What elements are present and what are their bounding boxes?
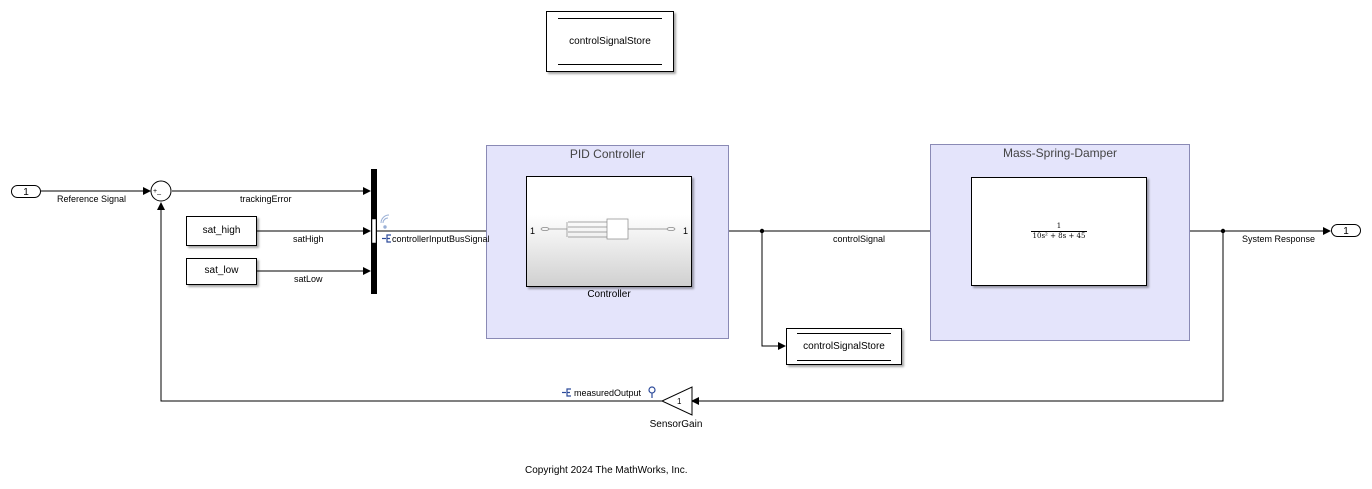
data-store-memory-block[interactable]: controlSignalStore	[546, 11, 674, 72]
subsystem-preview-icon	[540, 218, 676, 240]
controller-name: Controller	[587, 289, 631, 300]
bus-creator-port	[371, 218, 377, 244]
sensor-gain-name: SensorGain	[649, 419, 703, 430]
data-store-name: controlSignalStore	[803, 341, 885, 352]
sensor-gain-block[interactable]	[660, 386, 693, 416]
wifi-icon	[380, 214, 390, 229]
system-response-label: System Response	[1242, 234, 1316, 244]
controller-block[interactable]: 1 1	[526, 176, 692, 287]
sensor-gain-value: 1	[677, 397, 682, 406]
controller-input-port-label: 1	[530, 226, 536, 236]
tf-denominator: 10s² + 8s + 45	[1030, 231, 1088, 240]
sat-high-label: satHigh	[293, 234, 324, 244]
sum-signs: +_	[153, 188, 161, 195]
log-signal-icon	[382, 234, 391, 243]
area-title: PID Controller	[569, 147, 646, 161]
measured-output-label: measuredOutput	[574, 388, 642, 398]
branch-point	[1220, 228, 1226, 234]
sat-high-constant-block[interactable]: sat_high	[186, 216, 257, 246]
test-point-icon	[648, 386, 656, 398]
area-title: Mass-Spring-Damper	[1002, 146, 1118, 160]
outport-system-response[interactable]: 1	[1331, 224, 1361, 237]
sat-low-constant-block[interactable]: sat_low	[186, 258, 257, 285]
tf-numerator: 1	[1056, 222, 1062, 230]
control-signal-branch-line[interactable]	[761, 231, 786, 350]
sum-block[interactable]	[150, 180, 172, 202]
transfer-function-block[interactable]: 1 10s² + 8s + 45	[971, 177, 1147, 286]
feedback-line[interactable]	[691, 231, 1224, 405]
controller-output-port-label: 1	[682, 226, 688, 236]
data-store-name: controlSignalStore	[569, 36, 651, 47]
transfer-function-expression: 1 10s² + 8s + 45	[972, 222, 1146, 241]
tracking-error-label: trackingError	[240, 194, 292, 204]
inport-reference[interactable]: 1	[11, 185, 41, 198]
data-store-write-block[interactable]: controlSignalStore	[786, 328, 902, 365]
sat-low-label: satLow	[294, 274, 323, 284]
copyright-text: Copyright 2024 The MathWorks, Inc.	[525, 465, 688, 476]
branch-point	[759, 228, 765, 234]
measured-output-line[interactable]	[157, 202, 662, 402]
log-signal-icon	[562, 388, 571, 397]
control-signal-label: controlSignal	[833, 234, 886, 244]
constant-value: sat_low	[204, 265, 239, 276]
bus-signal-label: controllerInputBusSignal	[392, 234, 490, 244]
constant-value: sat_high	[202, 225, 241, 236]
reference-signal-label: Reference Signal	[57, 194, 127, 204]
